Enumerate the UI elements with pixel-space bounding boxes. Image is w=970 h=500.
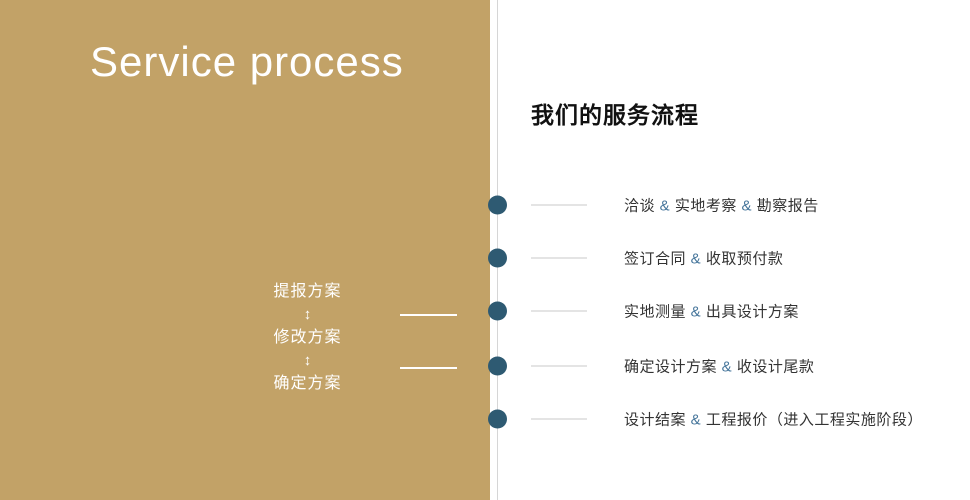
left-gold-panel: Service process 提报方案 ↕ 修改方案 ↕ 确定方案 [0, 0, 490, 500]
flow-step-label: 修改方案 [273, 329, 342, 346]
step-text-segment: 收设计尾款 [736, 358, 815, 376]
flow-connector-line-bottom [400, 367, 457, 369]
page-title: Service process [90, 38, 404, 85]
timeline-dot [488, 195, 507, 215]
step-label: 签订合同 & 收取预付款 [624, 248, 783, 269]
ampersand-separator: & [686, 411, 706, 429]
step-text-segment: 收取预付款 [705, 250, 784, 268]
step-text-segment: 设计结案 [624, 411, 687, 429]
step-label: 设计结案 & 工程报价（进入工程实施阶段） [624, 409, 923, 430]
step-text-segment: 实地考察 [674, 197, 737, 215]
timeline-dot [488, 409, 507, 429]
ampersand-separator: & [717, 358, 737, 376]
step-connector-line [531, 257, 587, 259]
section-heading: 我们的服务流程 [531, 102, 699, 128]
service-step-row: 签订合同 & 收取预付款 [531, 248, 783, 269]
step-connector-line [531, 204, 587, 206]
flow-connector-line-top [400, 314, 457, 316]
ampersand-separator: & [655, 197, 675, 215]
step-label: 洽谈 & 实地考察 & 勘察报告 [624, 195, 819, 216]
step-label: 确定设计方案 & 收设计尾款 [624, 356, 814, 377]
timeline-dot [488, 356, 507, 376]
service-step-row: 确定设计方案 & 收设计尾款 [531, 356, 814, 377]
step-text-segment: 勘察报告 [756, 197, 819, 215]
plan-revision-flow: 提报方案 ↕ 修改方案 ↕ 确定方案 [240, 282, 375, 394]
step-text-segment: 签订合同 [624, 250, 687, 268]
flow-step-label: 提报方案 [273, 283, 342, 300]
service-step-row: 设计结案 & 工程报价（进入工程实施阶段） [531, 409, 923, 430]
up-down-arrow-icon: ↕ [303, 352, 312, 369]
timeline-dot [488, 248, 507, 268]
step-text-segment: 实地测量 [624, 303, 687, 321]
step-connector-line [531, 365, 587, 367]
step-text-segment: 洽谈 [624, 197, 656, 215]
step-text-segment: 出具设计方案 [705, 303, 799, 321]
up-down-arrow-icon: ↕ [303, 306, 312, 323]
step-text-segment: 确定设计方案 [624, 358, 718, 376]
step-connector-line [531, 310, 587, 312]
timeline-dot [488, 301, 507, 321]
step-label: 实地测量 & 出具设计方案 [624, 301, 799, 322]
service-step-row: 实地测量 & 出具设计方案 [531, 301, 799, 322]
ampersand-separator: & [686, 250, 706, 268]
flow-step-label: 确定方案 [273, 375, 342, 392]
ampersand-separator: & [686, 303, 706, 321]
service-step-row: 洽谈 & 实地考察 & 勘察报告 [531, 195, 819, 216]
ampersand-separator: & [736, 197, 757, 215]
step-text-segment: 工程报价（进入工程实施阶段） [705, 411, 923, 429]
step-connector-line [531, 418, 587, 420]
